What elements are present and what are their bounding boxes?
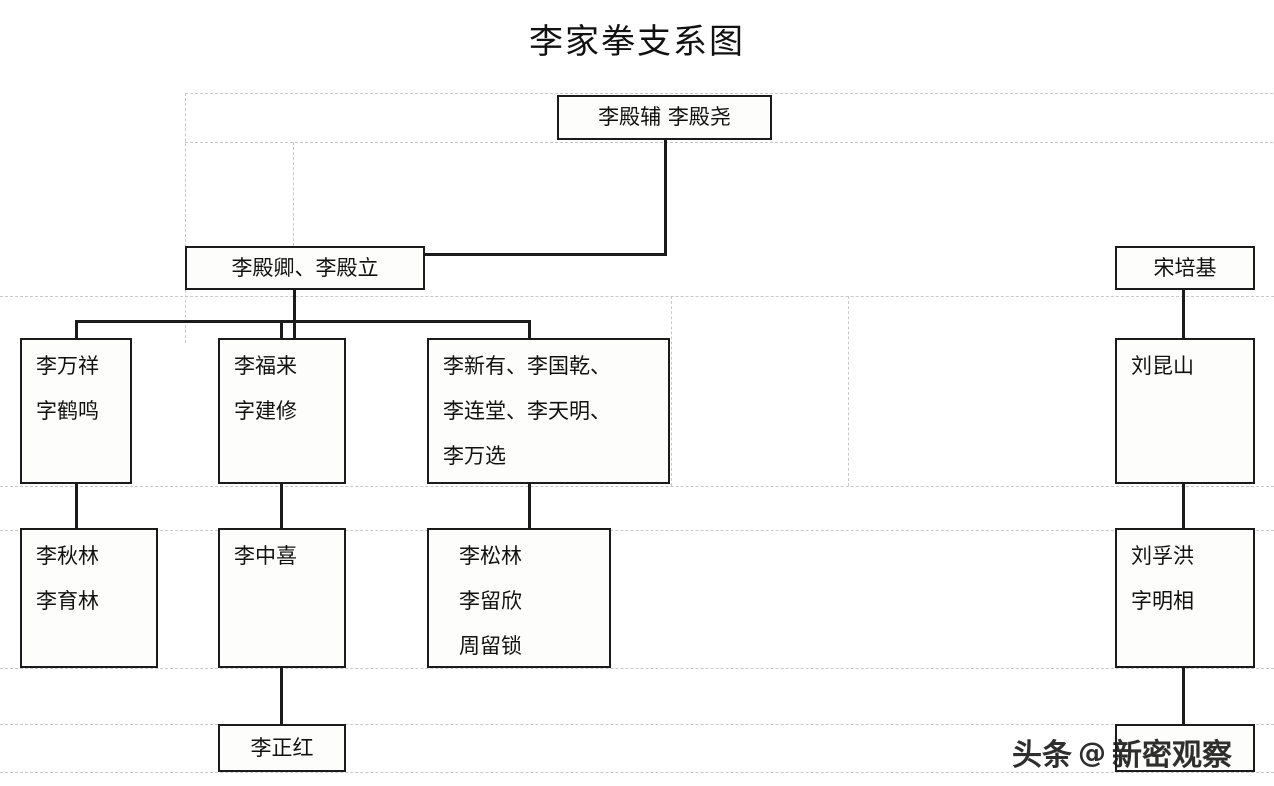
guide-line-h-8 bbox=[0, 772, 1274, 773]
connector-gen2-branch-b bbox=[280, 320, 283, 340]
node-line: 字鹤鸣 bbox=[36, 399, 99, 423]
connector-gen2-branch-a bbox=[75, 320, 78, 340]
guide-line-v-2 bbox=[293, 142, 294, 342]
node-line: 宋培基 bbox=[1153, 255, 1217, 280]
node-line: 李殿卿、李殿立 bbox=[231, 255, 379, 280]
connector-gen2-right-down bbox=[1182, 288, 1185, 340]
guide-line-h-3 bbox=[0, 296, 1274, 297]
node-line: 李连堂、李天明、 bbox=[443, 399, 611, 423]
guide-line-v-3 bbox=[671, 296, 672, 486]
node-gen2-right[interactable]: 宋培基 bbox=[1115, 246, 1255, 290]
connector-gen3right-down bbox=[1182, 484, 1185, 528]
node-line: 李正红 bbox=[250, 735, 314, 760]
connector-gen1-to-gen2 bbox=[293, 253, 667, 256]
node-line: 刘昆山 bbox=[1131, 354, 1194, 378]
connector-gen4b-down bbox=[280, 666, 283, 724]
node-line: 字明相 bbox=[1131, 589, 1194, 613]
page-title: 李家拳支系图 bbox=[529, 22, 745, 62]
node-line: 李留欣 bbox=[459, 589, 522, 613]
connector-gen2-branch-c bbox=[528, 320, 531, 340]
node-line: 李万祥 bbox=[36, 354, 99, 378]
node-line: 李中喜 bbox=[234, 544, 297, 568]
node-line: 李万选 bbox=[443, 444, 506, 468]
guide-line-h-2 bbox=[185, 142, 1273, 143]
node-gen4-b[interactable]: 李中喜 bbox=[218, 528, 346, 668]
connector-gen1-down bbox=[664, 138, 667, 256]
node-line: 刘孚洪 bbox=[1131, 544, 1194, 568]
guide-line-h-5 bbox=[0, 530, 1274, 531]
connector-gen4right-down bbox=[1182, 666, 1185, 724]
guide-line-v-1 bbox=[185, 93, 186, 343]
watermark: 头条 @ 新密观察 bbox=[1012, 730, 1232, 774]
watermark-platform: 头条 bbox=[1012, 738, 1072, 773]
connector-gen3a-down bbox=[75, 484, 78, 528]
node-gen4-c[interactable]: 李松林 李留欣 周留锁 bbox=[427, 528, 611, 668]
guide-line-h-7 bbox=[0, 724, 1274, 725]
node-line: 字建修 bbox=[234, 399, 297, 423]
node-gen4-a[interactable]: 李秋林 李育林 bbox=[20, 528, 158, 668]
node-line: 李新有、李国乾、 bbox=[443, 354, 611, 378]
guide-line-h-1 bbox=[185, 93, 1273, 94]
node-gen4-right[interactable]: 刘孚洪 字明相 bbox=[1115, 528, 1255, 668]
node-gen5-a[interactable]: 李正红 bbox=[218, 724, 346, 772]
node-gen5-right[interactable] bbox=[1115, 724, 1255, 772]
node-line: 李福来 bbox=[234, 354, 297, 378]
node-gen1-founders[interactable]: 李殿辅 李殿尧 bbox=[557, 95, 772, 140]
node-gen3-right[interactable]: 刘昆山 bbox=[1115, 338, 1255, 484]
node-line: 李殿辅 李殿尧 bbox=[598, 105, 731, 129]
connector-gen2-span bbox=[75, 320, 530, 323]
node-line: 李松林 bbox=[459, 544, 522, 568]
connector-gen2-down bbox=[293, 288, 296, 338]
guide-line-h-6 bbox=[0, 668, 1274, 669]
watermark-account: 新密观察 bbox=[1112, 738, 1232, 773]
node-line: 李育林 bbox=[36, 589, 99, 613]
node-gen3-a[interactable]: 李万祥 字鹤鸣 bbox=[20, 338, 132, 484]
connector-gen3c-down bbox=[528, 484, 531, 528]
node-gen3-c[interactable]: 李新有、李国乾、 李连堂、李天明、 李万选 bbox=[427, 338, 670, 484]
node-line: 李秋林 bbox=[36, 544, 99, 568]
node-gen2-left[interactable]: 李殿卿、李殿立 bbox=[185, 246, 425, 290]
node-line: 周留锁 bbox=[459, 634, 522, 658]
connector-gen3b-down bbox=[280, 484, 283, 528]
guide-line-h-4 bbox=[0, 486, 1274, 487]
guide-line-v-4 bbox=[848, 296, 849, 486]
node-gen3-b[interactable]: 李福来 字建修 bbox=[218, 338, 346, 484]
watermark-at-icon: @ bbox=[1078, 735, 1106, 769]
